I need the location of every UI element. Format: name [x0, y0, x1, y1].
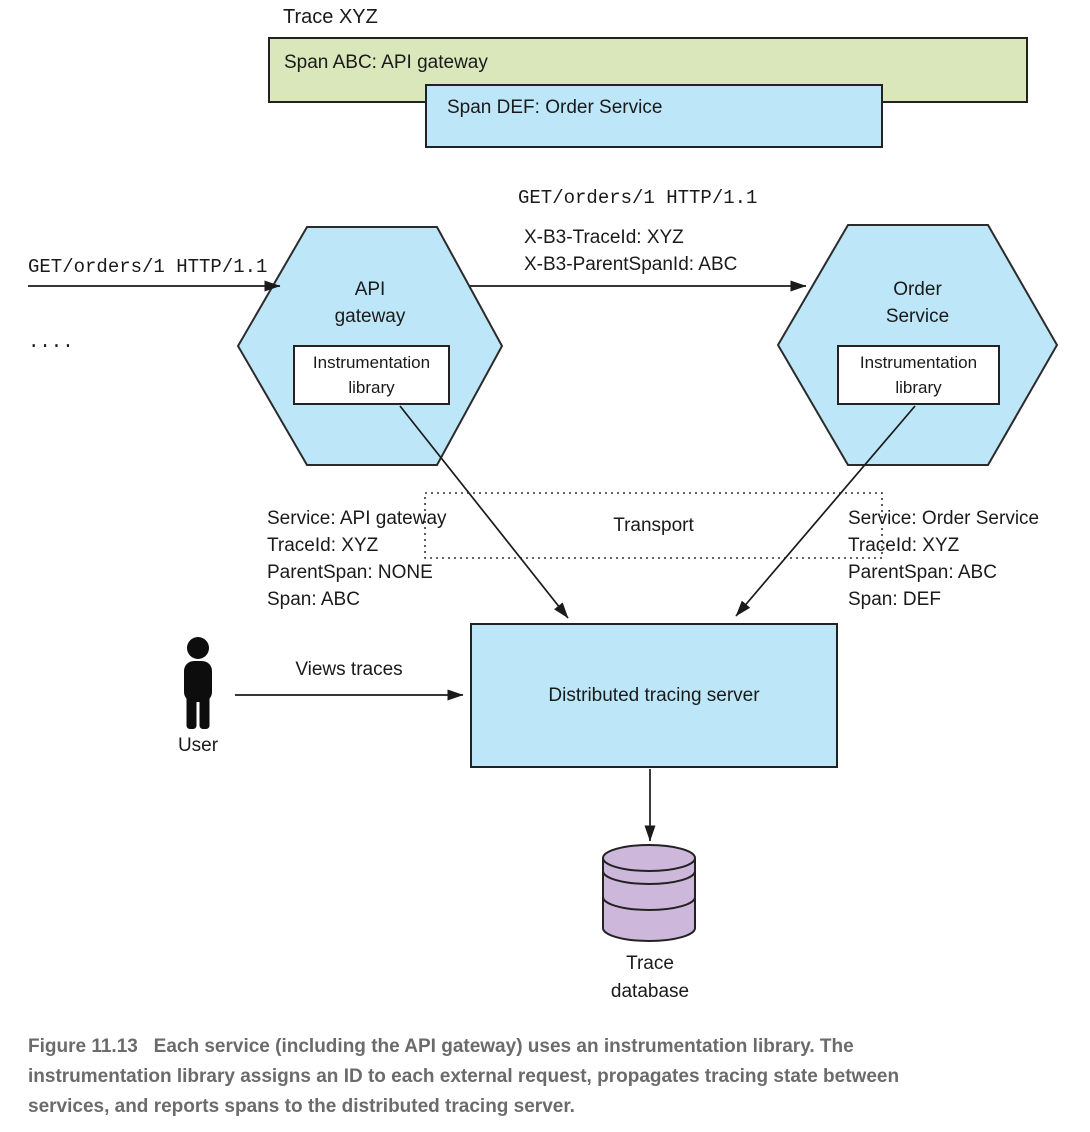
instrumentation-label-line2: library [895, 378, 942, 397]
views-traces-label: Views traces [295, 659, 403, 680]
instrumentation-library-box-left: Instrumentation library [293, 345, 450, 405]
b3-parentspanid-header: X-B3-ParentSpanId: ABC [524, 254, 738, 275]
tracing-server-label: Distributed tracing server [548, 684, 760, 706]
figure-caption-line3: services, and reports spans to the distr… [28, 1096, 575, 1117]
detail-span: Span: ABC [267, 589, 360, 610]
report-span-arrow-right [735, 405, 916, 617]
instrumentation-label-line2: library [348, 378, 395, 397]
detail-service: Service: API gateway [267, 508, 447, 529]
instrumentation-library-box-right: Instrumentation library [837, 345, 1000, 405]
inbound-request-line: GET/orders/1 HTTP/1.1 [28, 256, 268, 278]
transport-box [424, 492, 883, 559]
trace-database-label: Trace database [589, 950, 711, 1006]
propagated-request-line: GET/orders/1 HTTP/1.1 [518, 187, 758, 209]
span-details-right: Service: Order Service TraceId: XYZ Pare… [848, 505, 1039, 613]
trace-title: Trace XYZ [283, 6, 378, 28]
instrumentation-label-line1: Instrumentation [312, 353, 431, 372]
user-label: User [177, 735, 219, 756]
detail-parentspan: ParentSpan: NONE [267, 562, 433, 583]
order-service-label-line2: Service [885, 306, 950, 327]
order-service-label: Order Service [778, 276, 1057, 330]
b3-traceid-header: X-B3-TraceId: XYZ [524, 227, 684, 248]
inbound-request-text: GET/orders/1 HTTP/1.1 .... [28, 205, 267, 405]
span-def-bar: Span DEF: Order Service [425, 84, 883, 148]
inbound-request-ellipsis: .... [28, 331, 74, 353]
detail-service: Service: Order Service [848, 508, 1040, 529]
transport-label-text: Transport [613, 514, 694, 536]
order-service-label-line1: Order [893, 279, 942, 300]
detail-parentspan: ParentSpan: ABC [848, 562, 997, 583]
figure-caption-line2: instrumentation library assigns an ID to… [28, 1066, 900, 1087]
figure-caption-line1: Figure 11.13 Each service (including the… [28, 1036, 854, 1057]
span-details-left: Service: API gateway TraceId: XYZ Parent… [267, 505, 447, 613]
span-def-label: Span DEF: Order Service [447, 97, 663, 118]
api-gateway-label-line2: gateway [334, 306, 406, 327]
detail-traceid: TraceId: XYZ [848, 535, 960, 556]
user-icon [184, 637, 212, 729]
detail-traceid: TraceId: XYZ [267, 535, 379, 556]
tracing-server-box: Distributed tracing server [470, 623, 838, 768]
api-gateway-label-line1: API [354, 279, 386, 300]
figure-caption: Figure 11.13 Each service (including the… [28, 1032, 1073, 1122]
trace-database-label-line2: database [610, 981, 690, 1002]
trace-database-label-line1: Trace [626, 953, 674, 974]
instrumentation-label-line1: Instrumentation [859, 353, 978, 372]
b3-headers: X-B3-TraceId: XYZ X-B3-ParentSpanId: ABC [524, 224, 737, 278]
detail-span: Span: DEF [848, 589, 941, 610]
trace-database-icon [602, 844, 696, 942]
span-abc-label: Span ABC: API gateway [284, 52, 488, 73]
report-span-arrow-left [399, 405, 569, 619]
transport-label: Transport [425, 493, 882, 558]
api-gateway-label: API gateway [238, 276, 502, 330]
